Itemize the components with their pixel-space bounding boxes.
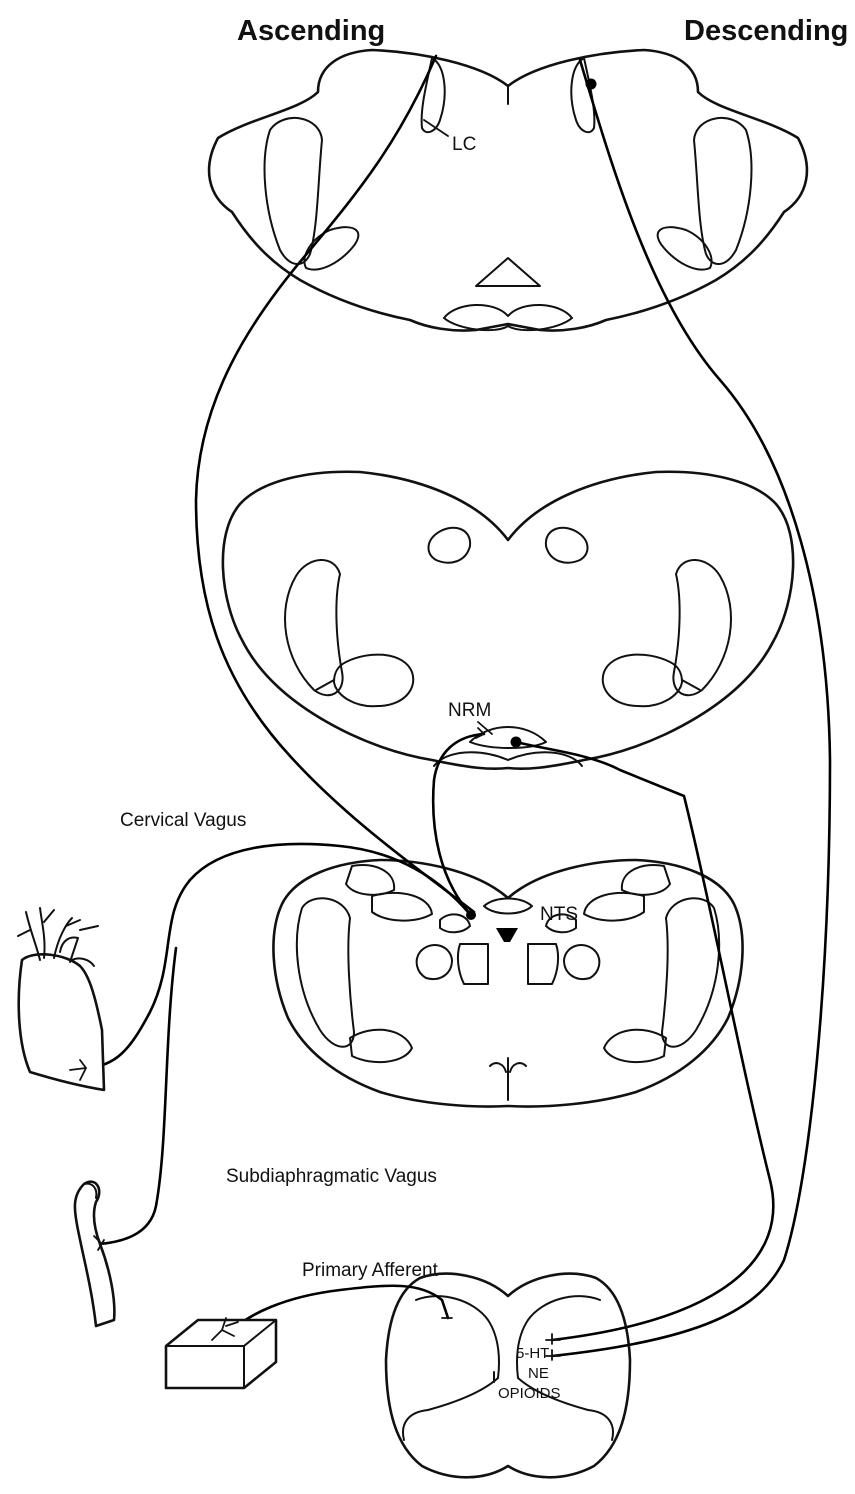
ascending-header: Ascending	[237, 15, 385, 47]
heart-organ	[18, 908, 104, 1090]
primary-afferent-label: Primary Afferent	[302, 1260, 439, 1281]
subdiaphragmatic-vagus-label: Subdiaphragmatic Vagus	[226, 1166, 437, 1187]
descending-header: Descending	[684, 15, 848, 47]
pons-section: LC	[209, 50, 807, 331]
subdiaphragmatic-vagus-path	[100, 948, 176, 1244]
gut-organ	[75, 1182, 114, 1326]
cervical-section: NTS	[273, 860, 742, 1106]
nt-5ht-label: 5-HT	[516, 1345, 549, 1362]
lc-label: LC	[452, 134, 476, 155]
spinal-cord-section: 5-HT NE OPIOIDS	[386, 1274, 630, 1478]
nrm-label: NRM	[448, 700, 491, 721]
medulla-section: NRM	[223, 472, 793, 769]
nt-ne-label: NE	[528, 1365, 549, 1382]
cervical-vagus-label: Cervical Vagus	[120, 810, 246, 831]
nt-opioids-label: OPIOIDS	[498, 1385, 561, 1402]
skin-block	[166, 1318, 276, 1388]
nts-label: NTS	[540, 904, 578, 925]
